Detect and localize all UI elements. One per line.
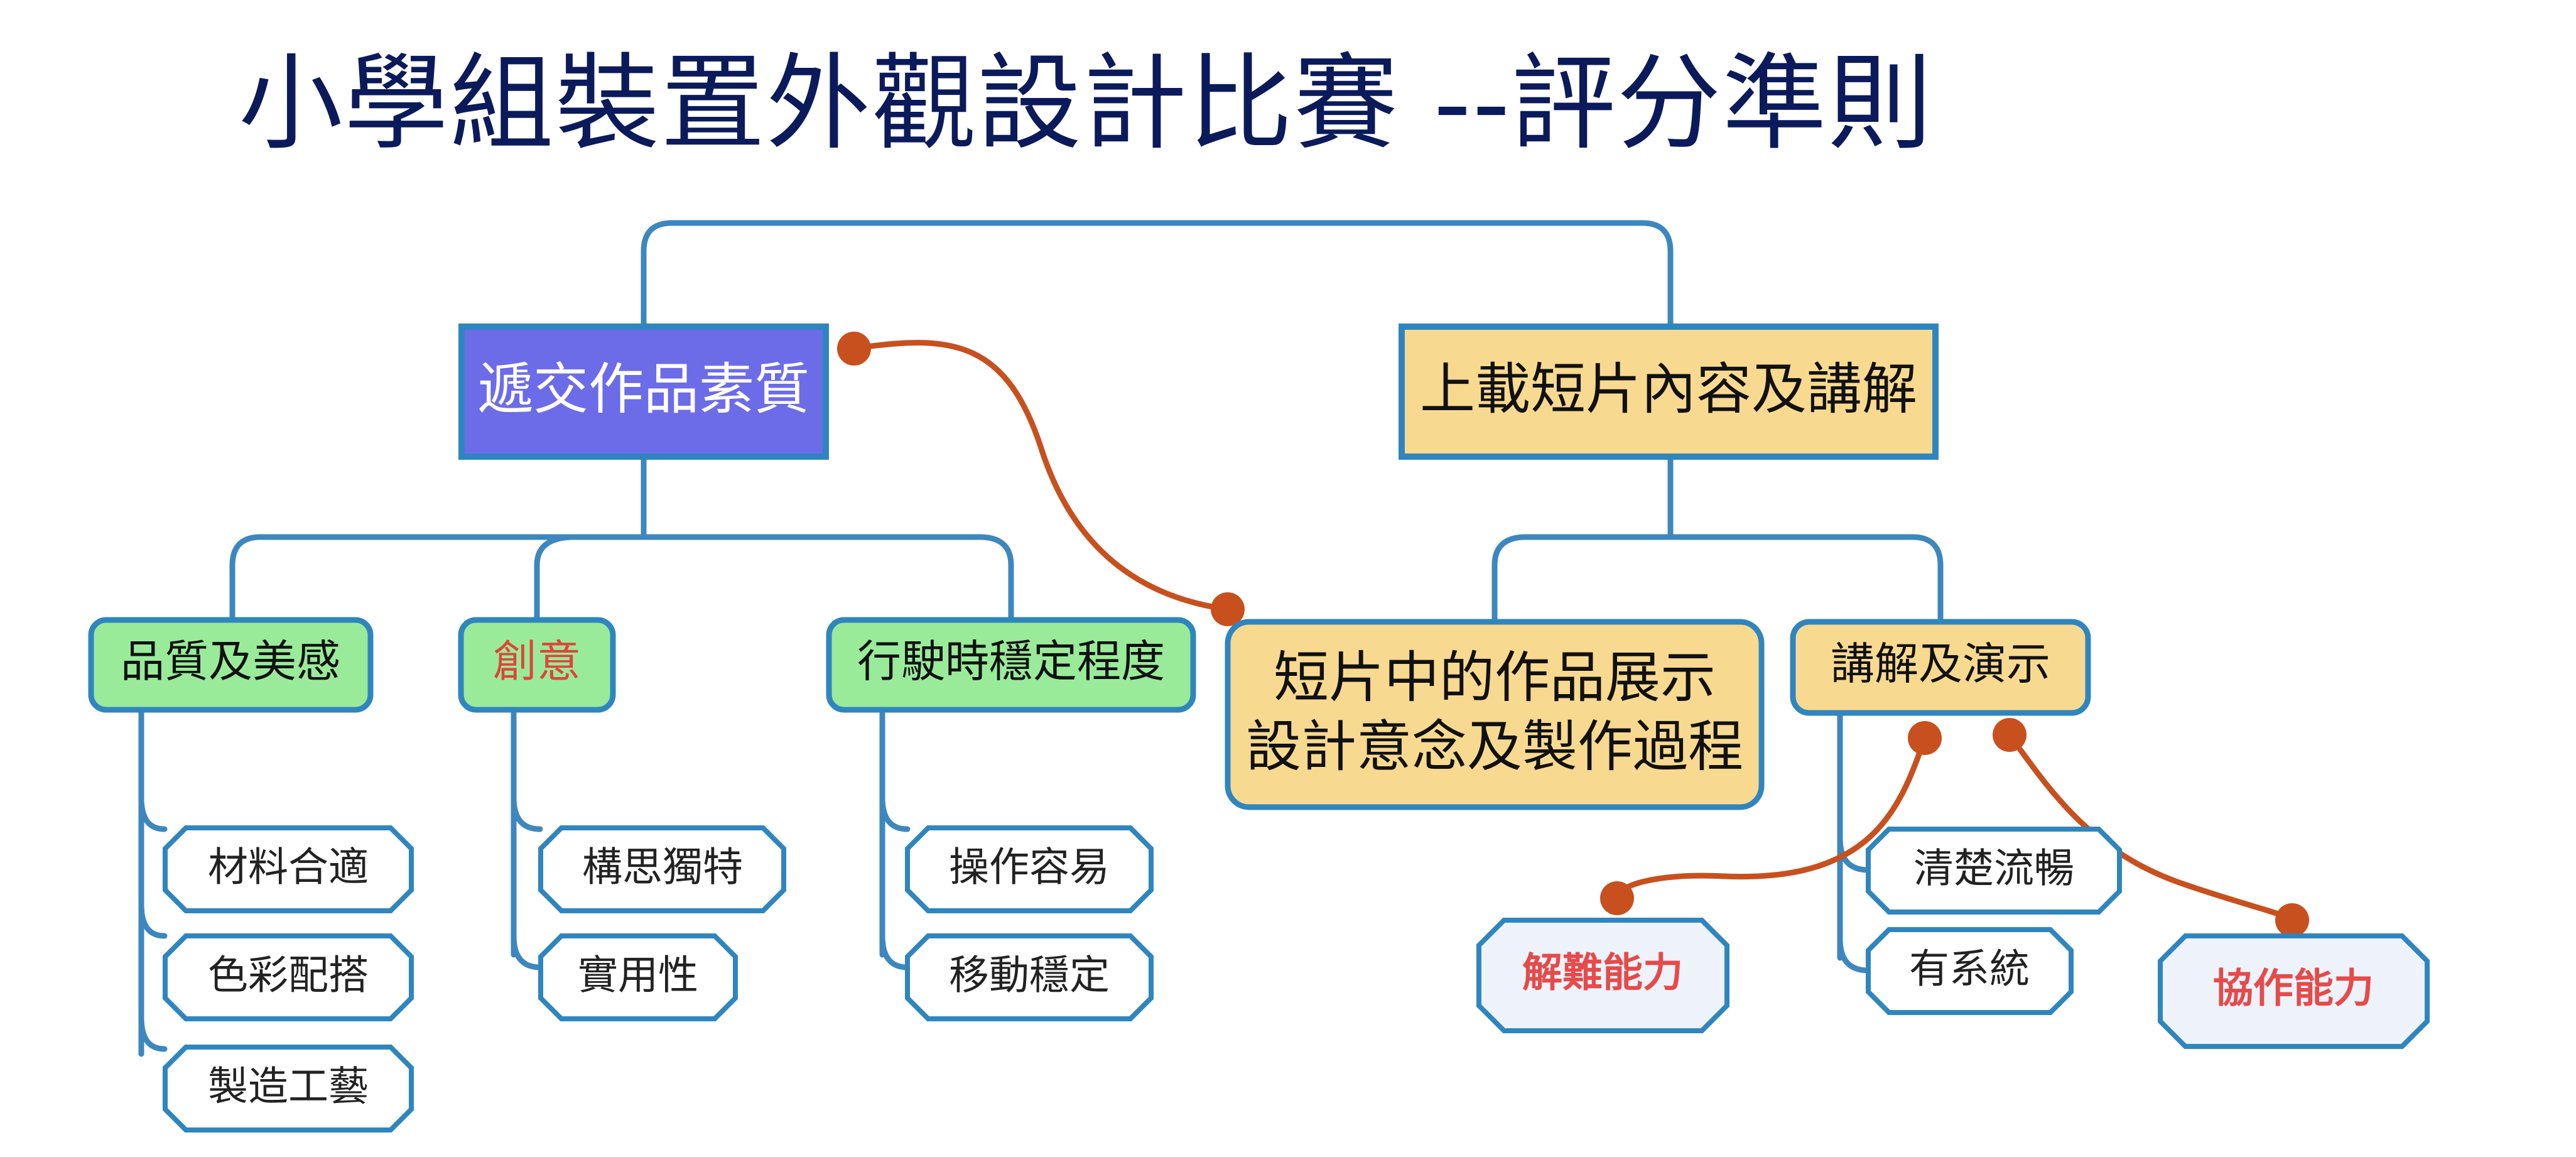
tree-connectors [138,220,1944,1057]
collaboration-start-dot [1993,718,2027,752]
leaf-material-suitability[interactable]: 材料合適 [163,825,414,913]
clear-smooth-box [1866,827,2122,915]
unique-concept-box [538,825,786,913]
skill-collaboration[interactable]: 協作能力 [2158,933,2430,1049]
problem-solving-label: 解難能力 [1522,950,1683,997]
relation-start-dot [837,332,871,366]
practicality-label: 實用性 [578,953,698,999]
video-branch-connector [1491,454,1944,622]
practicality-box [538,933,738,1021]
color-matching-box [163,933,414,1021]
leaf-clear-smooth[interactable]: 清楚流暢 [1866,827,2122,915]
craftsmanship-box [163,1045,414,1133]
driving-stability-label: 行駛時穩定程度 [857,636,1165,687]
presentation-label: 講解及演示 [1831,638,2050,690]
main-topic-submission-quality[interactable]: 遞交作品素質 [458,323,829,460]
collaboration-relation [2006,732,2295,923]
video-demonstration-box [1225,619,1765,810]
relation-connectors [837,332,2309,937]
unique-concept-label: 構思獨特 [582,845,743,891]
leaf-easy-operation[interactable]: 操作容易 [905,825,1154,913]
craftsmanship-label: 製造工藝 [208,1064,369,1111]
stability-leaf-connector [879,707,911,970]
easy-operation-label: 操作容易 [949,845,1110,891]
leaf-craftsmanship[interactable]: 製造工藝 [163,1045,414,1133]
relation-end-dot [1211,592,1245,626]
submission-quality-label: 遞交作品素質 [478,357,809,421]
collaboration-label: 協作能力 [2213,966,2374,1013]
video-explanation-label: 上載短片內容及講解 [1420,357,1917,421]
problem-solving-end-dot [1600,881,1634,915]
category-quality-aesthetics[interactable]: 品質及美感 [88,617,374,713]
systematic-box [1866,927,2074,1015]
leaf-practicality[interactable]: 實用性 [538,933,738,1021]
quality-to-video-relation [851,340,1231,612]
driving-stability-box [826,617,1196,713]
quality-leaf-connector [138,707,168,1057]
leaf-color-matching[interactable]: 色彩配搭 [163,933,414,1021]
problem-solving-box [1476,918,1729,1033]
submission-quality-box [458,323,829,460]
presentation-leaf-connector [1837,710,1871,974]
systematic-label: 有系統 [1909,947,2030,993]
easy-operation-box [905,825,1154,913]
root-connector [641,220,1674,330]
creativity-box [458,617,616,713]
clear-smooth-label: 清楚流暢 [1913,846,2074,893]
material-suitability-box [163,825,414,913]
skill-problem-solving[interactable]: 解難能力 [1476,918,1729,1033]
stable-movement-label: 移動穩定 [949,953,1110,999]
category-presentation[interactable]: 講解及演示 [1790,619,2091,716]
leaf-stable-movement[interactable]: 移動穩定 [905,933,1154,1021]
main-topic-video-explanation[interactable]: 上載短片內容及講解 [1399,323,1939,460]
page-title: 小學組裝置外觀設計比賽 --評分準則 [239,43,1934,165]
category-driving-stability[interactable]: 行駛時穩定程度 [826,617,1196,713]
category-video-demonstration[interactable]: 短片中的作品展示 設計意念及製作過程 [1225,619,1765,810]
submission-branch-connector [229,454,1014,622]
problem-solving-relation [1614,735,1928,901]
problem-solving-start-dot [1908,721,1942,755]
video-explanation-box [1399,323,1939,460]
stable-movement-box [905,933,1154,1021]
presentation-box [1790,619,2091,716]
color-matching-label: 色彩配搭 [208,953,369,999]
leaf-systematic[interactable]: 有系統 [1866,927,2074,1015]
category-creativity[interactable]: 創意 [458,617,616,713]
video-demonstration-line-1: 短片中的作品展示 [1274,645,1716,710]
creativity-label: 創意 [493,636,581,687]
collaboration-box [2158,933,2430,1049]
material-suitability-label: 材料合適 [208,845,369,891]
video-demonstration-line-2: 設計意念及製作過程 [1246,714,1743,779]
creativity-leaf-connector [511,707,543,970]
quality-aesthetics-label: 品質及美感 [121,636,340,687]
leaf-unique-concept[interactable]: 構思獨特 [538,825,786,913]
quality-aesthetics-box [88,617,374,713]
collaboration-end-dot [2275,903,2309,937]
